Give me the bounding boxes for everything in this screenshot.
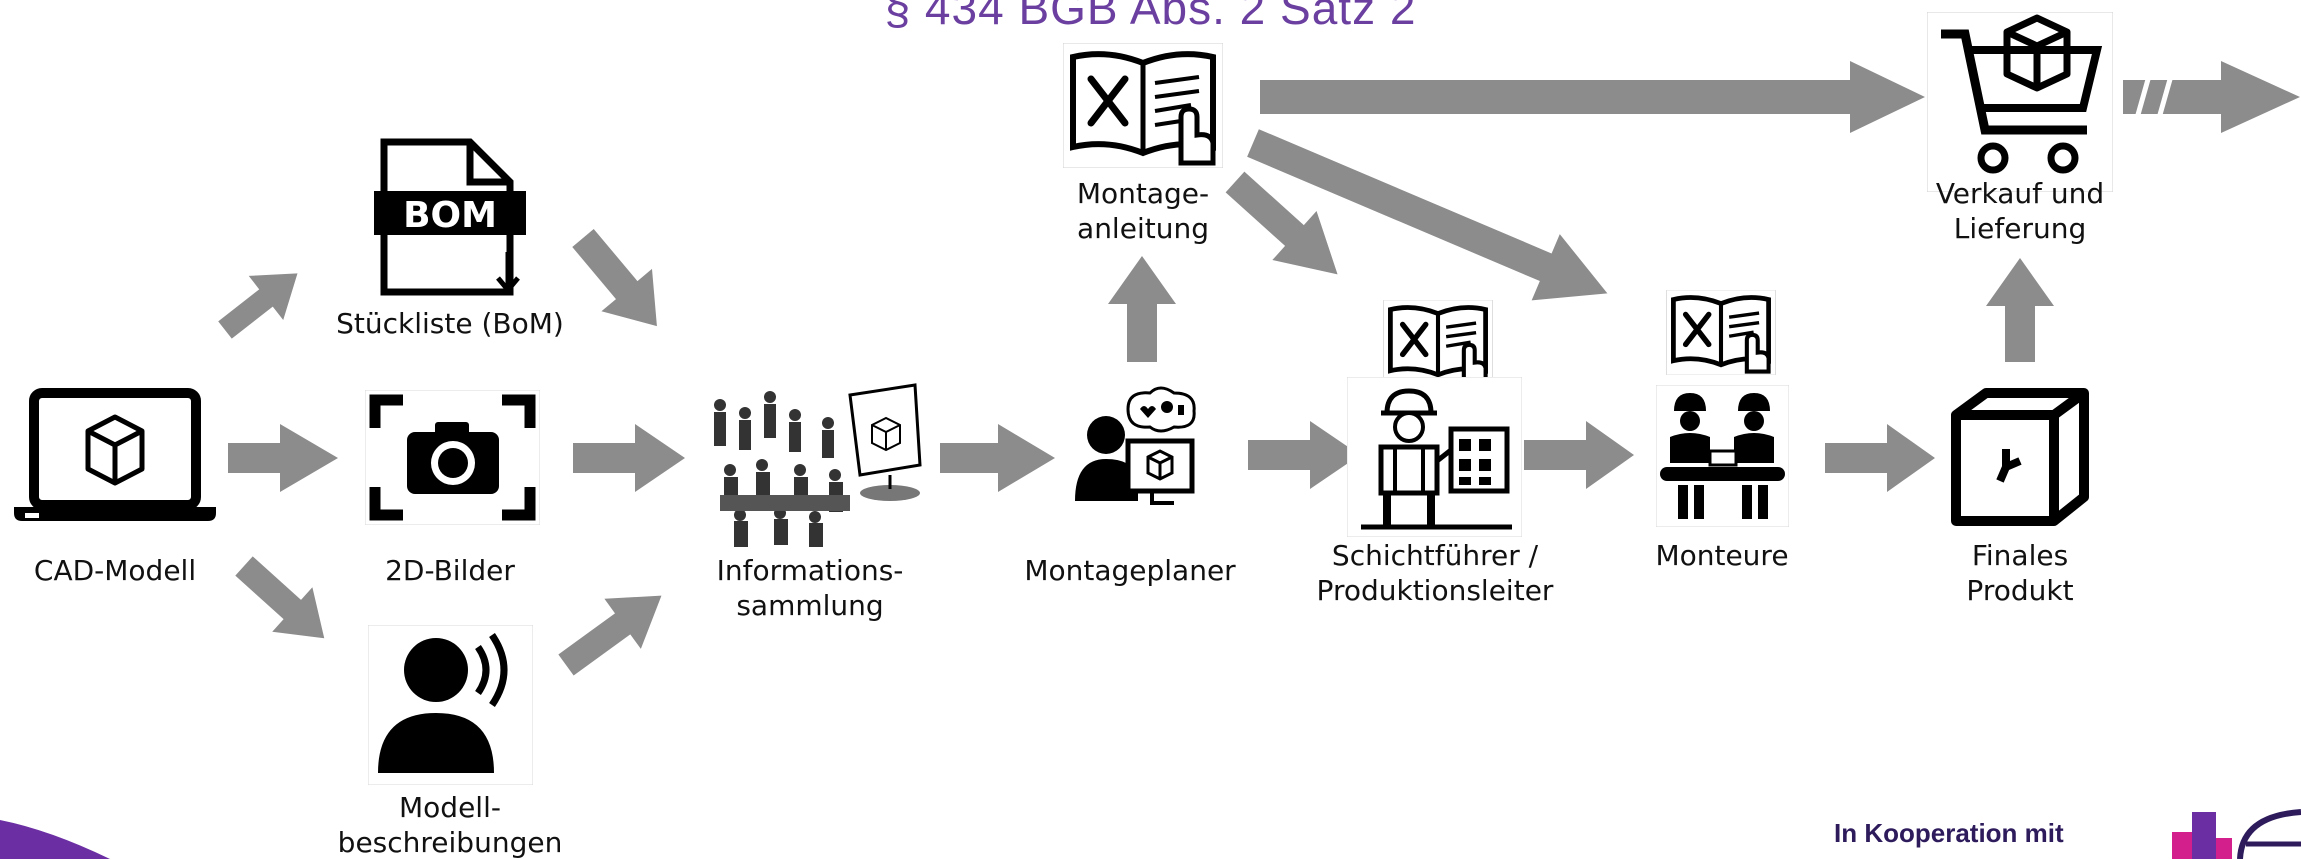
arrow-bom-to-info <box>572 229 657 327</box>
team-meeting-icon <box>714 383 922 547</box>
bom-icon-text: BOM <box>403 195 497 236</box>
label-fitters: Monteure <box>1655 539 1789 572</box>
arrow-manual-to-sales <box>1260 61 1925 133</box>
label-assembly-manual: Montage- anleitung <box>1076 177 1210 245</box>
arrow-info-to-planner <box>940 424 1055 492</box>
arrow-manual-to-fitters <box>1247 129 1608 301</box>
arrow-sales-to-out <box>2123 61 2300 133</box>
label-final-product: Finales Produkt <box>1966 539 2074 607</box>
final-product-cube-icon <box>1951 388 2089 526</box>
person-speaking-icon <box>368 625 533 785</box>
assembly-manual-icon-shift <box>1383 300 1493 385</box>
corner-decoration-left <box>0 820 110 859</box>
laptop-cube-icon <box>14 388 216 521</box>
break-marks <box>2125 43 2183 151</box>
arrow-cad-to-bom <box>218 273 298 339</box>
label-2d-images: 2D-Bilder <box>385 554 515 587</box>
arrow-manual-to-shift <box>1225 171 1338 275</box>
label-shift-leader: Schichtführer / Produktionsleiter <box>1316 539 1554 607</box>
arrow-fitters-to-product <box>1825 424 1935 492</box>
fitters-icon <box>1656 385 1789 527</box>
arrow-product-to-sales <box>1986 258 2054 362</box>
shift-leader-icon <box>1347 377 1522 537</box>
label-bom: Stückliste (BoM) <box>336 307 564 340</box>
diagram-title: § 434 BGB Abs. 2 Satz 2 <box>884 0 1417 34</box>
arrow-descriptions-to-info <box>558 595 662 676</box>
cooperation-text: In Kooperation mit <box>1834 818 2064 848</box>
bom-document-icon: BOM <box>374 138 526 296</box>
camera-icon <box>365 390 540 525</box>
arrow-cad-to-descriptions <box>235 556 325 639</box>
label-cad-model: CAD-Modell <box>33 554 197 587</box>
partner-logo <box>2172 809 2301 859</box>
label-model-descriptions: Modell- beschreibungen <box>337 791 563 859</box>
shopping-cart-icon <box>1927 12 2113 192</box>
arrow-shift-to-fitters <box>1524 421 1634 489</box>
arrow-planner-to-manual <box>1108 256 1176 362</box>
arrow-planner-to-shift <box>1248 421 1360 489</box>
label-sales-delivery: Verkauf und Lieferung <box>1935 177 2105 245</box>
arrow-cad-to-images <box>228 424 338 492</box>
assembly-manual-icon-fitters <box>1666 290 1776 375</box>
arrow-images-to-info <box>573 424 685 492</box>
planner-computer-icon <box>1075 386 1196 505</box>
label-information-collection: Informations- sammlung <box>716 554 904 622</box>
label-assembly-planner: Montageplaner <box>1024 554 1236 587</box>
assembly-manual-icon <box>1063 43 1223 168</box>
